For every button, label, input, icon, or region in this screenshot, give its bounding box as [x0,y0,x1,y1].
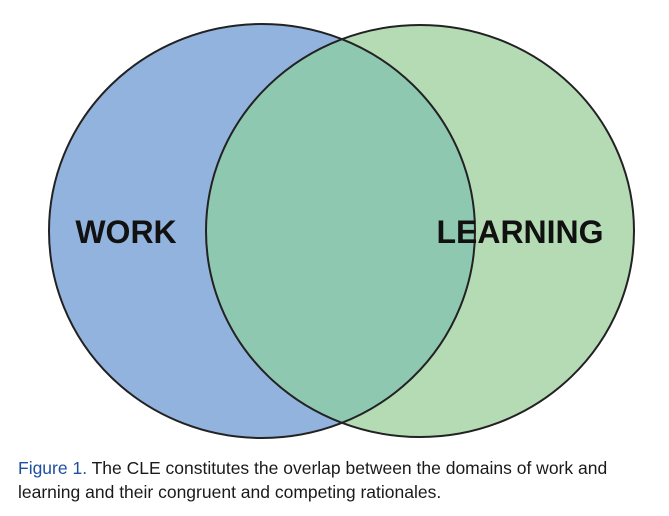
figure-caption: Figure 1. The CLE constitutes the overla… [18,456,668,504]
venn-diagram: WORK LEARNING [48,23,635,439]
work-circle-outline [48,23,476,439]
learning-label: LEARNING [436,214,603,250]
caption-label: Figure 1. [18,458,88,478]
caption-text: The CLE constitutes the overlap between … [18,458,608,502]
work-label: WORK [75,214,176,250]
learning-circle-outline [205,24,635,438]
overlap-region [206,25,475,437]
